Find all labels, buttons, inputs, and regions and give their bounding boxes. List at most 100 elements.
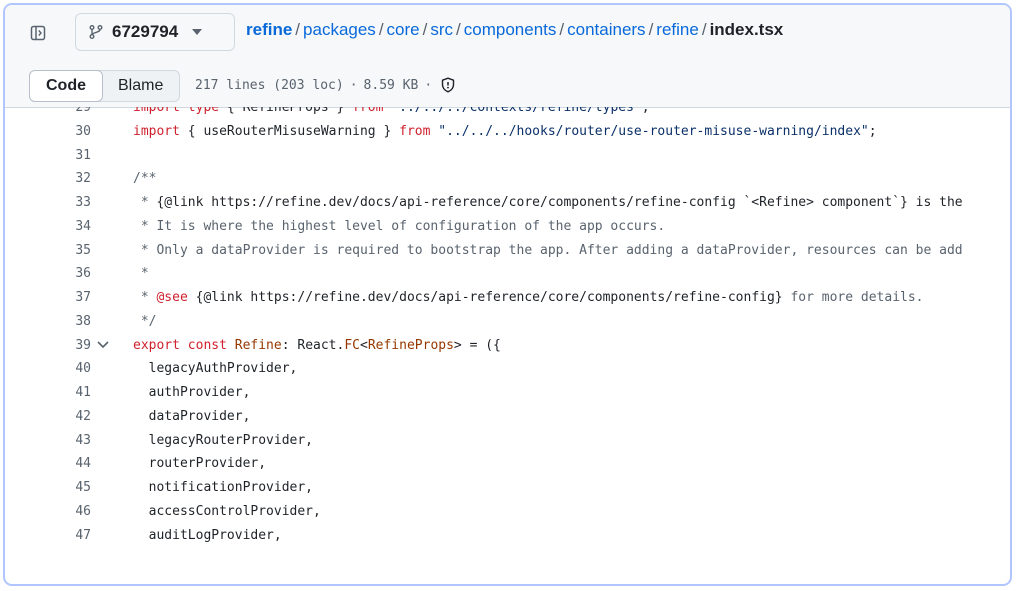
line-number[interactable]: 31 [75,147,91,163]
code-token: : React. [281,337,345,353]
line-number[interactable]: 38 [75,313,91,329]
code-token: @see [156,290,188,305]
code-token: * [133,290,157,305]
code-line: 36 * [5,262,1010,286]
code-line: 41 authProvider, [5,381,1010,405]
code-text: dataProvider, [133,405,251,429]
code-text: * @see {@link https://refine.dev/docs/ap… [133,286,924,310]
code-line: 32 /** [5,167,1010,191]
code-token: /** [133,171,157,187]
line-number[interactable]: 39 [75,337,91,353]
code-line: 34 * It is where the highest level of co… [5,215,1010,239]
code-token: notificationProvider, [133,480,314,495]
tab-blame[interactable]: Blame [118,77,164,94]
breadcrumb-item[interactable]: containers [567,20,646,39]
file-size: 8.59 KB [363,77,419,93]
code-token: { RefineProps } [219,107,353,115]
code-text: routerProvider, [133,452,266,476]
breadcrumb-item[interactable]: core [386,20,420,39]
code-view: 29 import type { RefineProps } from "../.… [5,107,1010,584]
git-branch-icon [89,25,103,39]
breadcrumb-item[interactable]: packages [303,20,376,39]
code-line: 42 dataProvider, [5,405,1010,429]
code-line: 37 * @see {@link https://refine.dev/docs… [5,286,1010,310]
file-info: 217 lines (203 loc) · 8.59 KB · [195,77,456,93]
current-file-name: index.tsx [709,20,784,39]
breadcrumb-separator: / [701,20,707,39]
code-token: legacyRouterProvider, [133,432,314,448]
line-number[interactable]: 32 [75,171,91,187]
code-token: * [133,195,157,210]
code-token: dataProvider, [133,408,251,424]
line-number[interactable]: 33 [75,195,91,210]
code-token: authProvider, [133,385,251,400]
code-token: {@link https://refine.dev/docs/api-refer… [156,195,963,210]
line-number[interactable]: 30 [75,123,91,139]
code-token: for more details. [790,290,924,305]
file-viewer: 6729794 refine/packages/core/src/compone… [3,3,1012,586]
breadcrumb-item[interactable]: refine [656,20,699,39]
code-text: * {@link https://refine.dev/docs/api-ref… [133,191,963,215]
code-text: * [133,262,149,286]
code-line: 35 * Only a dataProvider is required to … [5,239,1010,263]
breadcrumb-item[interactable]: refine [246,20,293,39]
line-number[interactable]: 47 [75,527,91,543]
code-token: * Only a dataProvider is required to boo… [133,242,963,258]
code-token: "../../../hooks/router/use-router-misuse… [438,123,869,139]
code-text: import type { RefineProps } from "../../… [133,107,650,120]
line-number[interactable]: 40 [75,361,91,377]
code-line: 29 import type { RefineProps } from "../.… [5,107,1010,120]
breadcrumb-item[interactable]: src [430,20,454,39]
breadcrumb-separator: / [648,20,654,39]
code-token: * It is where the highest level of confi… [133,218,666,234]
line-number[interactable]: 42 [75,408,91,424]
line-number[interactable]: 43 [75,432,91,448]
branch-selector[interactable]: 6729794 [75,13,235,51]
code-text: * Only a dataProvider is required to boo… [133,239,963,263]
code-token: * [133,266,149,282]
line-number[interactable]: 29 [75,107,91,115]
code-text: */ [133,310,157,334]
tab-code[interactable]: Code [29,70,103,102]
line-number[interactable]: 35 [75,242,91,258]
info-separator: · [349,77,358,93]
code-text: accessControlProvider, [133,500,321,524]
code-security-icon[interactable] [440,77,456,93]
line-number[interactable]: 36 [75,266,91,282]
code-token: auditLogProvider, [133,527,282,543]
code-token: export const [133,337,227,353]
breadcrumb-separator: / [295,20,301,39]
code-line: 31 [5,144,1010,168]
line-number[interactable]: 46 [75,503,91,519]
code-token: import [133,123,180,139]
line-number[interactable]: 41 [75,385,91,400]
code-token: import type [133,107,220,115]
breadcrumb-separator: / [422,20,428,39]
line-number[interactable]: 34 [75,218,91,234]
code-token: { useRouterMisuseWarning } [179,123,400,139]
caret-down-icon [192,29,203,35]
code-text: legacyAuthProvider, [133,357,298,381]
code-token: "../../../contexts/refine/types" [391,107,642,115]
sidebar-toggle-button[interactable] [25,20,51,46]
line-number[interactable]: 45 [75,480,91,495]
code-line: 47 auditLogProvider, [5,524,1010,548]
breadcrumb-item[interactable]: components [463,20,557,39]
code-text: * It is where the highest level of confi… [133,215,665,239]
code-line: 44 routerProvider, [5,452,1010,476]
line-number[interactable]: 44 [75,456,91,472]
code-line: 33 * {@link https://refine.dev/docs/api-… [5,191,1010,215]
code-token [227,338,235,353]
line-number[interactable]: 37 [75,290,91,305]
code-text: /** [133,167,156,191]
code-token: FC [344,337,360,353]
fold-chevron-icon[interactable] [96,334,110,358]
breadcrumb-separator: / [378,20,384,39]
breadcrumb-separator: / [456,20,461,39]
code-text: legacyRouterProvider, [133,429,313,453]
code-line: 43 legacyRouterProvider, [5,429,1010,453]
code-text: notificationProvider, [133,476,313,500]
file-header: 6729794 refine/packages/core/src/compone… [5,5,1010,64]
code-token: Refine [234,337,282,353]
